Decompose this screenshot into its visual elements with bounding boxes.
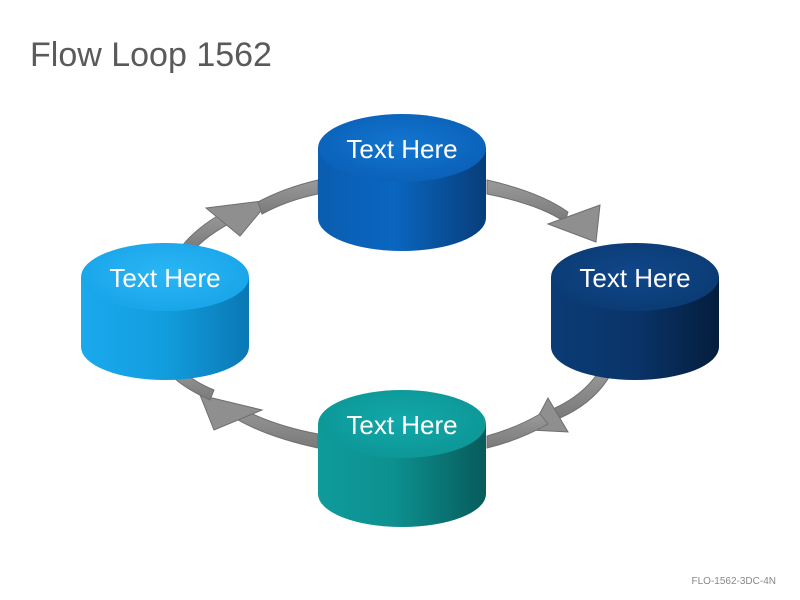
cylinder-node-bottom: Text Here xyxy=(318,390,486,527)
node-label-right: Text Here xyxy=(579,263,690,293)
cylinder-node-left: Text Here xyxy=(81,243,249,380)
node-label-left: Text Here xyxy=(109,263,220,293)
arrow-bottom-to-left xyxy=(171,367,319,449)
arrow-left-to-top xyxy=(181,179,319,251)
arrow-top-to-right xyxy=(486,179,601,243)
node-label-top: Text Here xyxy=(346,134,457,164)
node-label-bottom: Text Here xyxy=(346,410,457,440)
cylinder-node-top: Text Here xyxy=(318,114,486,251)
page-title: Flow Loop 1562 xyxy=(30,36,272,74)
cylinder-node-right: Text Here xyxy=(551,243,719,380)
slide-code: FLO-1562-3DC-4N xyxy=(691,576,776,587)
arrow-right-to-bottom xyxy=(486,367,613,449)
